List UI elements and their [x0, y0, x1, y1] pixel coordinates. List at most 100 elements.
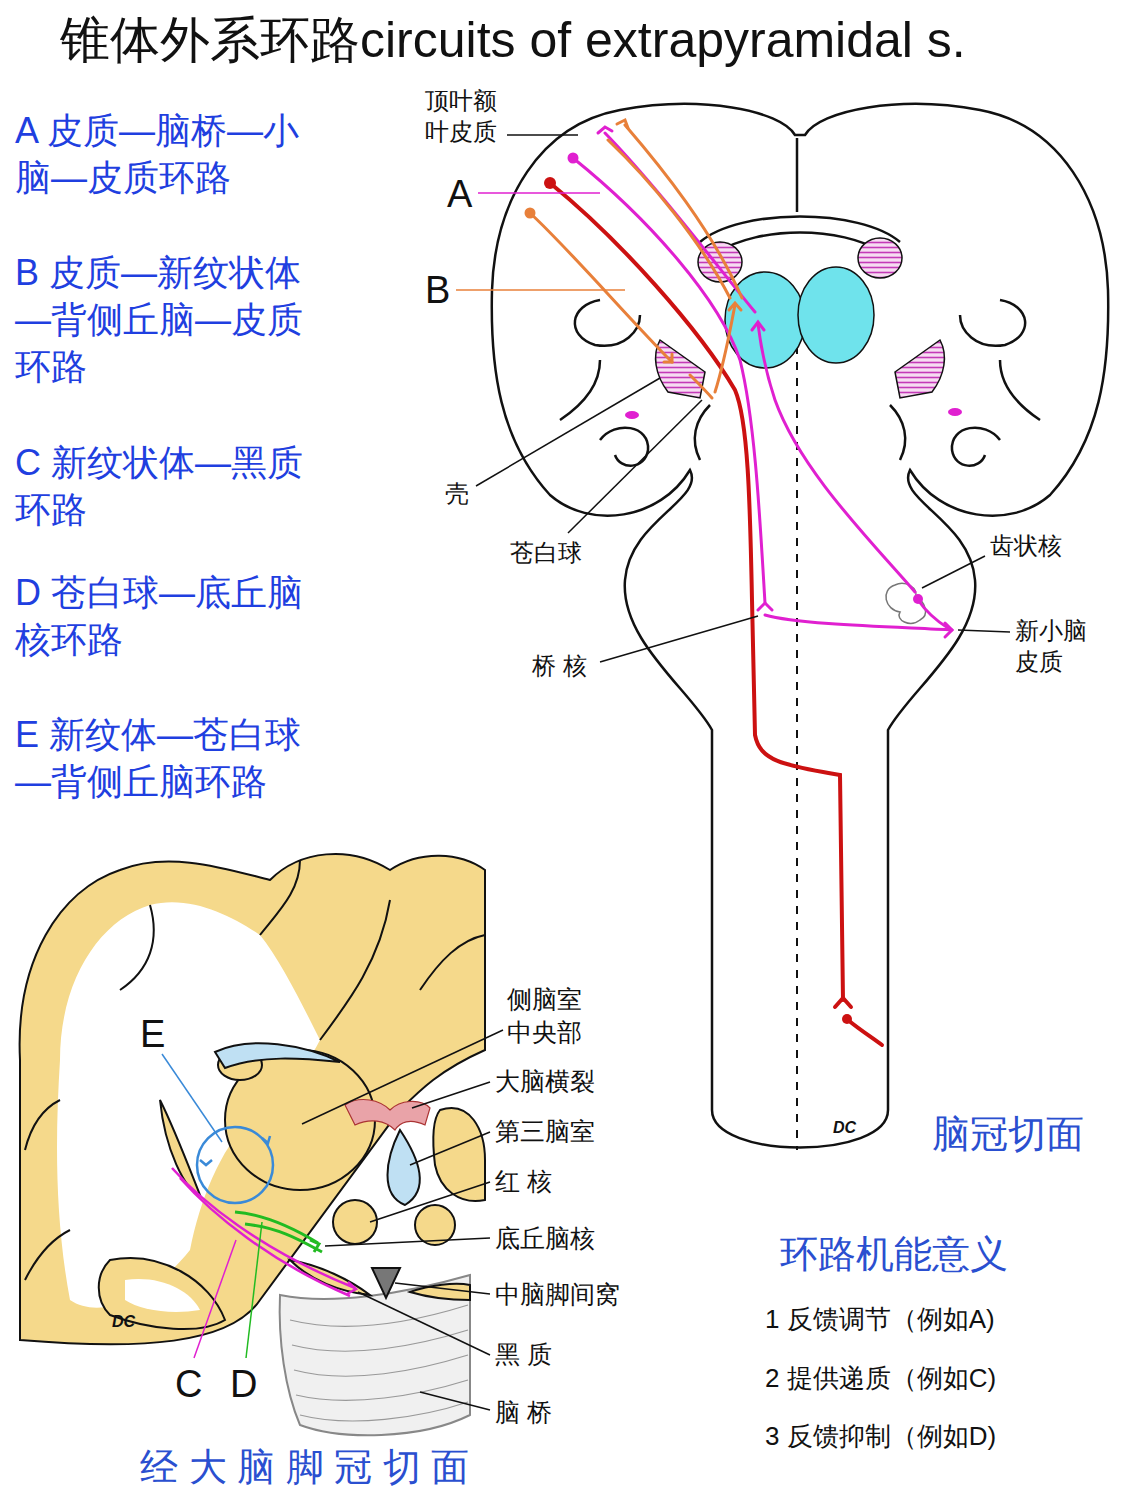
callout-letter: A	[447, 170, 472, 219]
pathway-a-magenta	[758, 324, 915, 592]
part-label: 大脑横裂	[495, 1065, 595, 1098]
brain-nuclei	[625, 238, 962, 623]
pathway-a-magenta	[765, 615, 952, 630]
brain-nuclei	[948, 408, 962, 416]
leader-line	[358, 1292, 490, 1355]
section-caption: 经 大 脑 脚 冠 切 面	[140, 1443, 469, 1492]
brain-outline	[890, 405, 905, 460]
leader-line	[478, 192, 600, 194]
midbrain-section	[290, 1305, 468, 1421]
leader-line	[325, 1238, 490, 1246]
pathway-a-red	[835, 998, 851, 1007]
midbrain-section	[215, 1043, 340, 1068]
part-label: 中脑脚间窝	[495, 1278, 620, 1311]
pathway-a-magenta	[758, 603, 772, 610]
brain-nuclei	[858, 238, 902, 278]
pathway-a-red	[842, 1014, 852, 1024]
brain-outline	[695, 405, 710, 460]
midbrain-section	[120, 905, 154, 990]
callout-letter: E	[140, 1010, 165, 1059]
part-label: 侧脑室中央部	[507, 983, 585, 1048]
signature: DC	[112, 1312, 135, 1333]
pathway-a-magenta	[913, 594, 923, 604]
circuit-c	[172, 1168, 355, 1288]
circuit-c	[172, 1168, 356, 1296]
leader-line	[412, 1082, 490, 1108]
brain-outline	[718, 233, 882, 253]
midbrain-section	[415, 1205, 455, 1245]
leader-line	[456, 289, 625, 291]
brain-nuclei	[798, 267, 874, 363]
circuit-c	[180, 1178, 350, 1296]
circuit-d	[245, 1224, 322, 1252]
title: 锥体外系环路circuits of extrapyramidal s.	[60, 8, 966, 73]
midbrain-section	[20, 854, 485, 1435]
brain-outline	[575, 300, 640, 346]
midbrain-section	[20, 854, 485, 1344]
leader-line	[302, 1030, 503, 1124]
list-item: C 新纹状体—黑质环路	[15, 440, 315, 534]
leader-line	[162, 1054, 222, 1142]
midbrain-section	[420, 935, 485, 990]
part-label: 顶叶额叶皮质	[425, 85, 499, 147]
midbrain-section	[125, 1279, 200, 1312]
brain-outline	[796, 138, 799, 212]
brain-outline	[492, 104, 1108, 1147]
part-label: 第三脑室	[495, 1115, 595, 1148]
pathway-a-magenta	[568, 127, 953, 637]
part-label: 黑 质	[495, 1338, 552, 1371]
circuit-d	[235, 1212, 318, 1243]
leader-line	[410, 1132, 490, 1165]
midbrain-section	[345, 1100, 430, 1130]
section-caption: 脑冠切面	[932, 1110, 1084, 1159]
circuit-c	[347, 1282, 356, 1294]
part-label: 桥 核	[532, 650, 587, 681]
pathway-a-magenta	[752, 322, 764, 330]
brain-outline	[1000, 360, 1040, 420]
midbrain-section	[320, 900, 390, 1040]
pathway-a-magenta	[605, 133, 755, 312]
part-label: 脑 桥	[495, 1396, 552, 1429]
leader-line	[507, 134, 578, 136]
note-item: 3 反馈抑制（例如D)	[765, 1420, 996, 1454]
pathway-a-magenta	[568, 153, 579, 164]
list-item: D 苍白球—底丘脑核环路	[15, 570, 315, 664]
midbrain-section	[25, 1100, 60, 1150]
list-item: A 皮质—脑桥—小脑—皮质环路	[15, 108, 315, 202]
pathway-b-orange	[525, 208, 536, 219]
signature: DC	[833, 1118, 856, 1139]
brain-nuclei	[886, 583, 926, 623]
brain-outline	[796, 330, 798, 1150]
leader-line	[395, 1283, 490, 1294]
leader-line	[600, 616, 758, 662]
part-label: 齿状核	[990, 530, 1062, 561]
circuit-e	[197, 1127, 273, 1203]
pathway-a-magenta	[598, 127, 612, 133]
pathway-a-magenta	[918, 600, 948, 628]
list-item: E 新纹体—苍白球—背侧丘脑环路	[15, 712, 315, 806]
leader-line	[958, 630, 1010, 632]
part-label: 红 核	[495, 1165, 552, 1198]
part-label: 新小脑皮质	[1015, 615, 1089, 677]
brain-nuclei	[895, 340, 944, 398]
callout-letter: C	[175, 1360, 202, 1409]
brain-outline	[960, 300, 1025, 346]
leader-line	[922, 556, 985, 588]
midbrain-section	[25, 1230, 70, 1280]
leader-line	[370, 1182, 490, 1222]
midbrain-section	[260, 860, 300, 935]
midbrain-section	[160, 1100, 200, 1195]
note-item: 1 反馈调节（例如A)	[765, 1303, 995, 1337]
leader-line	[246, 1222, 262, 1358]
circuit-d	[235, 1212, 322, 1252]
pathway-b-orange	[608, 140, 730, 298]
list-item: B 皮质—新纹状体—背侧丘脑—皮质环路	[15, 250, 315, 390]
pathway-a-red	[544, 177, 556, 189]
brain-outline	[492, 104, 1108, 1150]
leader-line	[420, 1392, 490, 1410]
pathway-b-orange	[690, 375, 712, 398]
pathway-b-orange	[729, 303, 741, 310]
circuit-e	[197, 1127, 273, 1203]
pathway-b-orange	[530, 213, 672, 362]
midbrain-section	[388, 1130, 420, 1205]
